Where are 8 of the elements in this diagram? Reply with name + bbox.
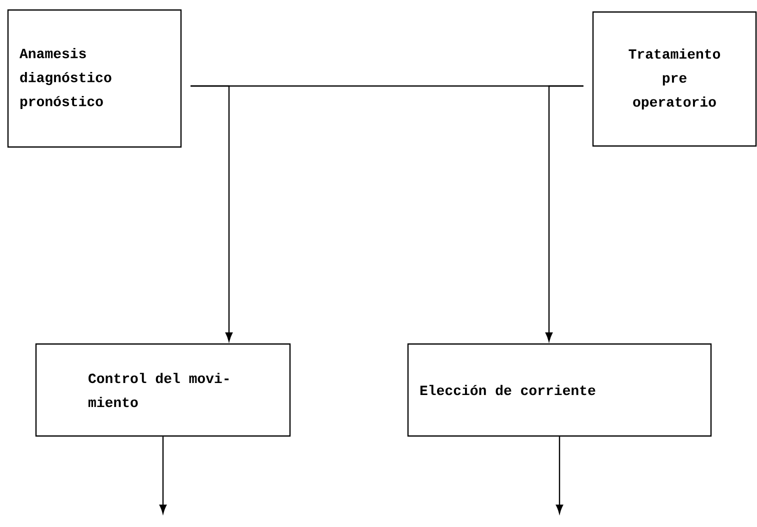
connector-line [190, 85, 233, 342]
connector-line [556, 436, 564, 514]
process-box: Control del movi- miento [35, 343, 291, 437]
process-box: Elección de corriente [407, 343, 712, 437]
process-box: Anamesis diagnóstico pronóstico [7, 9, 182, 148]
connector-line [545, 85, 584, 342]
connector-line [159, 436, 167, 514]
process-box: Tratamiento pre operatorio [592, 11, 757, 147]
